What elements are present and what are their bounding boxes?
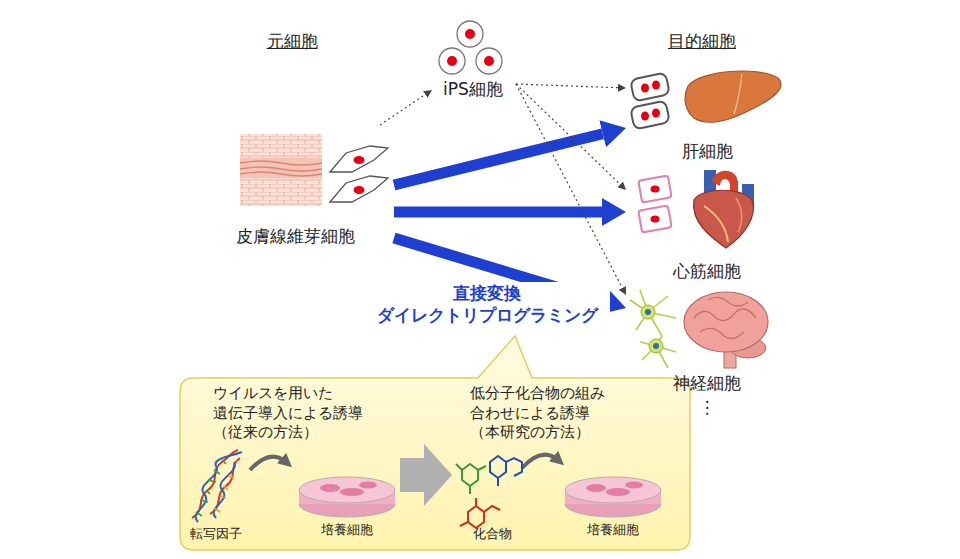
compound-molecule-part: [490, 456, 522, 486]
culture-dish-part: [340, 488, 364, 496]
neuron-cell-part: [645, 309, 651, 315]
ips-cell-part: [447, 56, 457, 66]
cardiomyocyte-part: [651, 186, 660, 193]
hepatocyte-part: [641, 112, 649, 121]
process-arrow-part: [250, 457, 286, 470]
fibroblast-cell-part: [354, 156, 365, 164]
item-label: 培養細胞: [587, 522, 639, 539]
cell-name: 皮膚線維芽細胞: [236, 225, 355, 247]
item-label: 転写因子: [190, 526, 242, 543]
column-heading: 元細胞: [267, 30, 318, 52]
cell-name: iPS細胞: [443, 78, 503, 100]
brain-organ-part: [684, 292, 768, 352]
culture-dish-part: [299, 477, 395, 503]
skin-tissue-part: [240, 161, 322, 176]
skin-tissue-part: [240, 134, 322, 158]
compound-molecule: [456, 456, 522, 528]
cell-name: 心筋細胞: [673, 260, 741, 282]
cell-name: 神経細胞: [673, 372, 741, 394]
transition-arrow: [400, 444, 452, 506]
source-cell-group: 皮膚線維芽細胞: [228, 125, 394, 255]
method-label: 直接変換 ダイレクトリプログラミング: [364, 282, 610, 326]
hepatocyte: [630, 72, 670, 129]
dotted-arrow: [516, 84, 622, 288]
brain-organ-part: [694, 297, 756, 338]
neuron-cell: [630, 290, 676, 368]
dna-helix-part: [214, 462, 235, 518]
ips-cell-part: [476, 48, 502, 74]
liver-organ-part: [685, 71, 781, 122]
cardiomyocyte-part: [651, 216, 660, 223]
callout-box: [180, 336, 690, 550]
culture-dish-part: [320, 484, 340, 492]
target-cell-group: 心筋細胞: [626, 166, 782, 286]
dna-helix-part: [214, 476, 234, 512]
item-label: 培養細胞: [321, 522, 373, 539]
ips-cell-part: [465, 29, 475, 39]
item-label: 化合物: [473, 526, 512, 543]
brain-organ: [684, 292, 768, 368]
method-description: ウイルスを用いた 遺伝子導入による誘導 （従来の方法）: [213, 384, 388, 443]
transition-arrow-part: [400, 444, 452, 506]
ips-cell-part: [457, 21, 483, 47]
compound-molecule-part: [456, 464, 486, 494]
culture-dish-part: [565, 477, 661, 503]
column-heading: 目的細胞: [668, 30, 736, 52]
culture-dish-part: [586, 484, 606, 492]
ips-cell-part: [439, 48, 465, 74]
cardiomyocyte: [638, 176, 671, 233]
hepatocyte-part: [630, 100, 670, 129]
callout-box-part: [180, 336, 690, 550]
neuron-cell-part: [653, 343, 659, 349]
neuron-cell-part: [640, 336, 676, 368]
liver-organ-part: [734, 74, 742, 114]
method-description: 低分子化合物の組み 合わせによる誘導 （本研究の方法）: [470, 384, 635, 443]
dna-helix-part: [196, 452, 242, 522]
ips-cell-group: iPS細胞: [432, 16, 516, 104]
continuation-mark: ⋮: [699, 396, 716, 418]
heart-organ: [694, 170, 754, 248]
compound-molecule-part: [460, 498, 500, 528]
process-arrow-part: [522, 455, 558, 468]
heart-organ-part: [736, 198, 742, 232]
target-cell-group: 神経細胞: [626, 284, 782, 398]
skin-tissue-part: [240, 178, 322, 206]
fibroblast-cell-part: [330, 176, 388, 202]
hepatocyte-part: [630, 72, 670, 101]
direct-conversion-arrow: [394, 134, 603, 185]
dotted-arrow: [516, 84, 618, 88]
liver-organ: [685, 71, 781, 122]
fibroblast-cell-part: [354, 186, 365, 194]
hepatocyte-part: [652, 109, 660, 118]
skin-tissue-part: [240, 158, 322, 178]
neuron-cell: [641, 305, 663, 353]
neuron-cell-part: [630, 290, 676, 336]
fibroblast-cell: [330, 146, 388, 202]
hepatocyte-part: [652, 81, 660, 90]
dotted-arrow: [516, 84, 620, 184]
fibroblast-cell-part: [330, 146, 388, 172]
target-cell-group: 肝細胞: [626, 66, 782, 166]
heart-organ-part: [704, 206, 728, 242]
cell-name: 肝細胞: [682, 140, 733, 162]
ips-cell-part: [484, 56, 494, 66]
dotted-arrow: [380, 94, 425, 125]
dna-helix: [192, 450, 242, 522]
dna-helix-part: [192, 450, 238, 518]
skin-tissue: [240, 134, 322, 206]
direct-conversion-arrow: [394, 207, 602, 218]
hepatocyte-part: [641, 84, 649, 93]
cardiomyocyte-part: [638, 206, 671, 233]
heart-organ-part: [694, 190, 754, 248]
neuron-cell-part: [641, 305, 655, 319]
culture-dish: [299, 477, 661, 517]
neuron-cell-part: [649, 339, 663, 353]
culture-dish-part: [359, 482, 377, 489]
culture-dish-part: [606, 488, 630, 496]
ips-cell: [439, 21, 502, 74]
skin-tissue-part: [240, 134, 322, 206]
cardiomyocyte-part: [638, 176, 671, 203]
culture-dish-part: [625, 482, 643, 489]
